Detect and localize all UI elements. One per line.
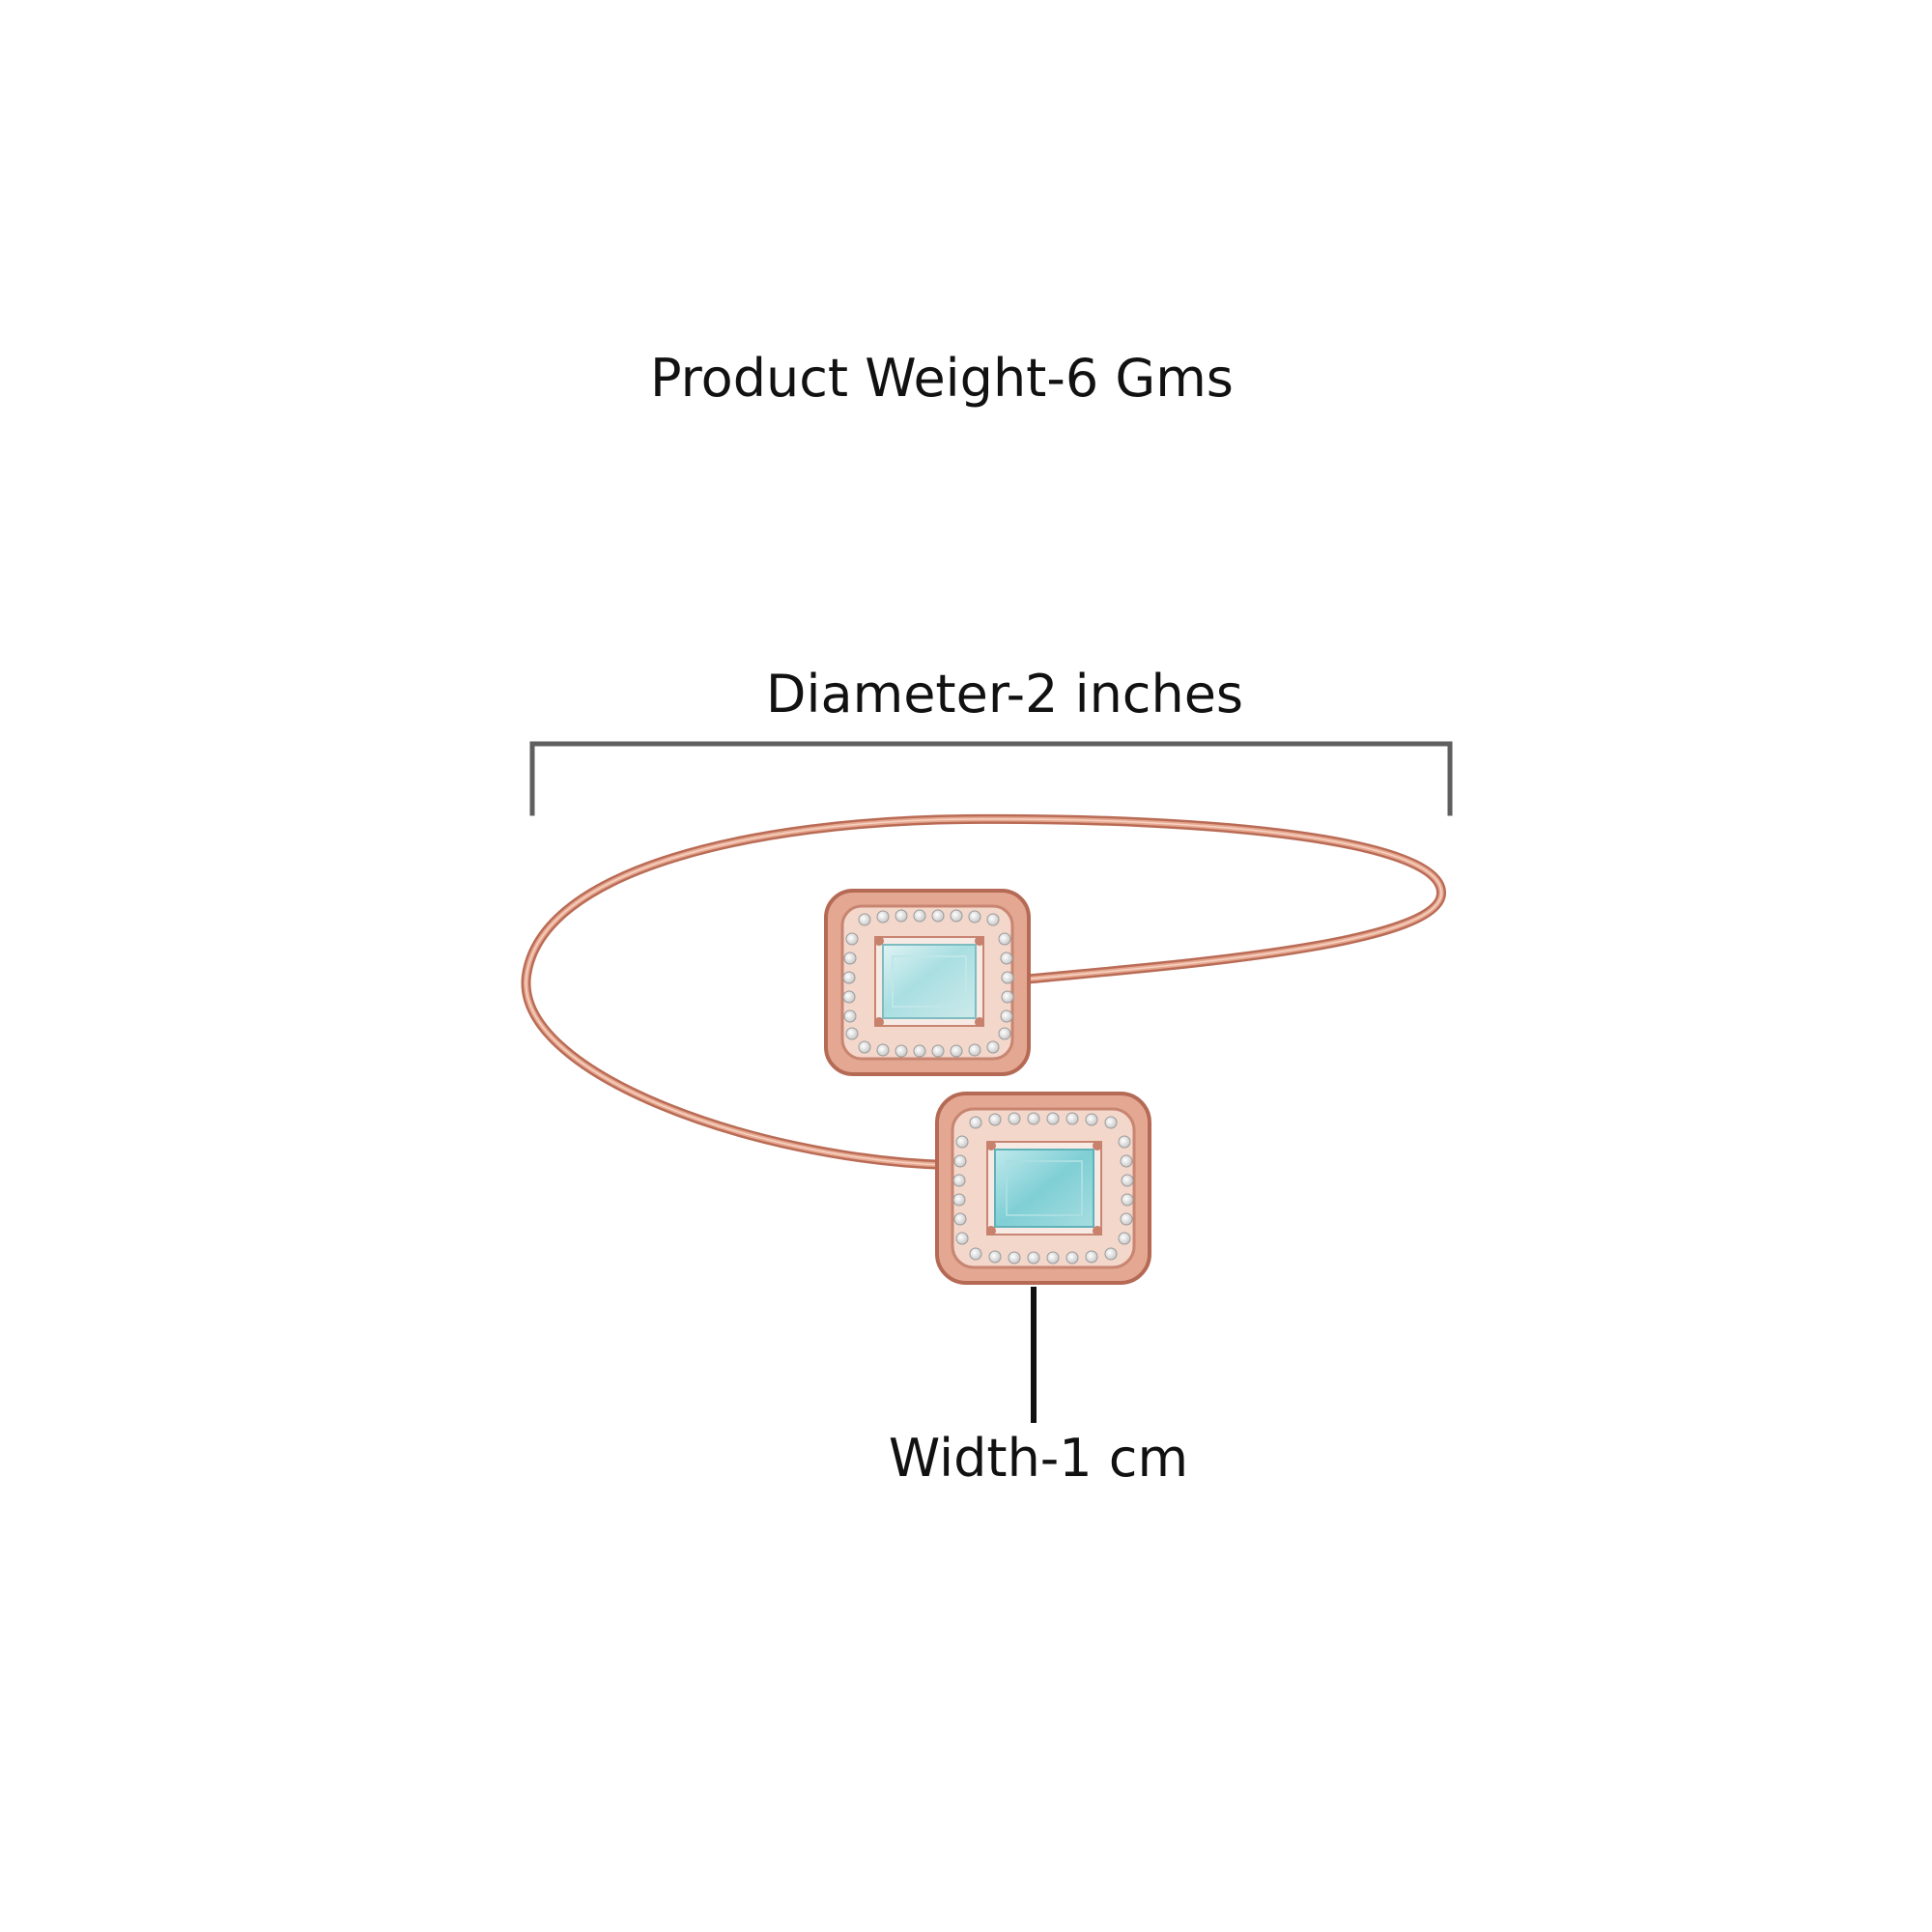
upper-gem-setting — [824, 889, 1031, 1076]
halo-stones — [842, 909, 1014, 1058]
dimension-bracket — [529, 741, 1453, 816]
diameter-label: Diameter-2 inches — [765, 664, 1244, 724]
width-label: Width-1 cm — [888, 1428, 1189, 1489]
bangle-wire — [521, 813, 1447, 1170]
product-weight-label: Product Weight-6 Gms — [650, 348, 1234, 409]
lower-aqua-stone — [994, 1149, 1094, 1228]
halo-stones — [952, 1112, 1134, 1264]
lower-gem-setting — [935, 1092, 1151, 1285]
